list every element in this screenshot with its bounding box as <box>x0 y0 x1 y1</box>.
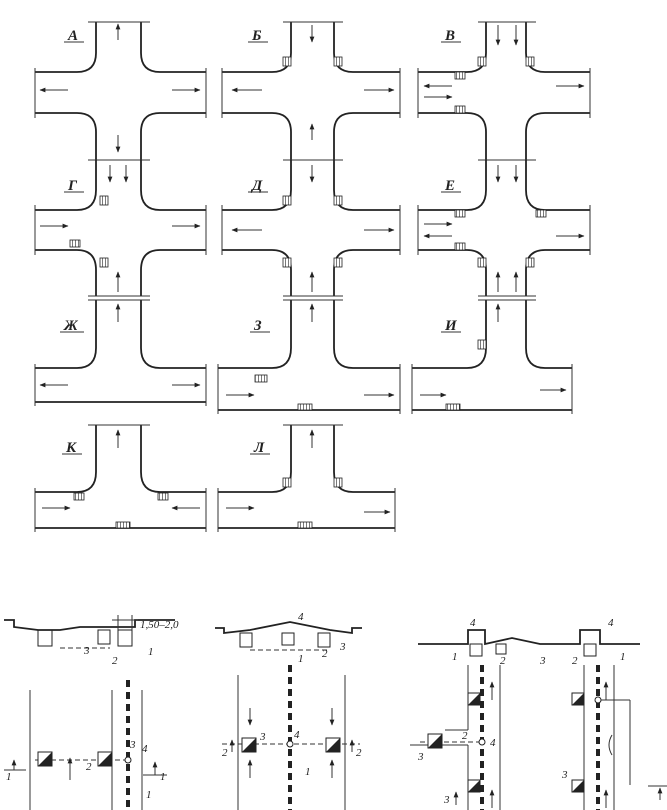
right-callout-4b: 4 <box>608 617 614 629</box>
intersection-label-b: Б <box>251 28 262 44</box>
intersection-d: Д <box>221 160 401 297</box>
middle-plan-1: 1 <box>305 766 311 778</box>
middle-plan-2: 2 <box>222 747 228 759</box>
left-plan-4: 4 <box>142 743 148 755</box>
intersection-label-zh: Ж <box>63 318 79 334</box>
left-dimension: 1,50–2,0 <box>140 619 179 631</box>
left-callout-2: 2 <box>112 655 118 667</box>
middle-callout-2: 2 <box>322 648 328 660</box>
intersection-label-v: В <box>444 28 455 44</box>
intersection-b: Б <box>221 21 401 161</box>
left-callout-3: 3 <box>83 645 90 657</box>
intersection-a: А <box>34 21 207 161</box>
intersection-z: З <box>217 299 401 414</box>
intersection-label-i: И <box>444 318 458 334</box>
cross-section-middle: 1 2 3 4 2 3 4 1 2 <box>215 611 362 810</box>
right-plan-3b: 3 <box>443 794 450 806</box>
intersection-label-z: З <box>253 318 262 334</box>
intersection-zh: Ж <box>34 299 207 406</box>
intersection-label-d: Д <box>250 178 263 194</box>
left-plan-1b: 1 <box>160 771 166 783</box>
left-plan-3: 3 <box>129 739 136 751</box>
intersection-i: И <box>411 299 573 414</box>
intersection-label-e: Е <box>444 178 455 194</box>
right-callout-1: 1 <box>452 651 458 663</box>
middle-callout-4: 4 <box>298 611 304 623</box>
right-callout-4: 4 <box>470 617 476 629</box>
right-plan-4: 4 <box>490 737 496 749</box>
intersection-label-a: А <box>67 28 78 44</box>
middle-plan-2b: 2 <box>356 747 362 759</box>
intersection-label-k: К <box>65 440 77 456</box>
cross-section-left: 1,50–2,0 1 2 3 1 2 3 4 1 1 <box>4 615 179 810</box>
intersection-k: К <box>34 424 207 532</box>
intersection-label-l: Л <box>253 440 265 456</box>
right-callout-1b: 1 <box>620 651 626 663</box>
right-callout-3: 3 <box>539 655 546 667</box>
intersection-l: Л <box>217 424 396 532</box>
left-plan-1: 1 <box>6 771 12 783</box>
intersection-v: В <box>417 21 591 161</box>
cross-section-right: 1 2 3 4 4 2 1 <box>410 617 667 810</box>
right-plan-3c: 3 <box>561 769 568 781</box>
middle-plan-4: 4 <box>294 729 300 741</box>
right-plan-3: 3 <box>417 751 424 763</box>
middle-callout-1: 1 <box>298 653 304 665</box>
left-callout-1: 1 <box>148 646 154 658</box>
right-callout-2: 2 <box>500 655 506 667</box>
intersection-e: Е <box>417 160 591 297</box>
right-plan-2: 2 <box>462 730 468 742</box>
middle-plan-3: 3 <box>259 731 266 743</box>
middle-callout-3: 3 <box>339 641 346 653</box>
left-plan-2: 2 <box>86 761 92 773</box>
intersection-label-g: Г <box>67 178 78 194</box>
intersection-g: Г <box>34 160 207 297</box>
left-plan-1c: 1 <box>146 789 152 801</box>
right-callout-2b: 2 <box>572 655 578 667</box>
